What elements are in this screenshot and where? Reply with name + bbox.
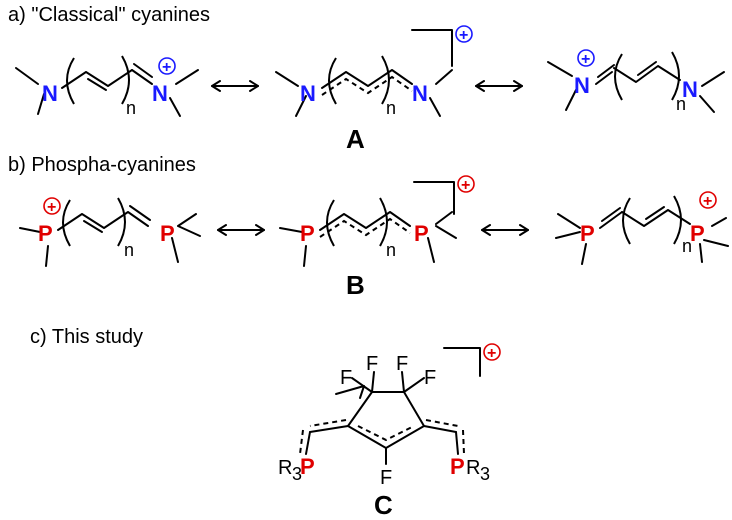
charge-symbol: + — [581, 51, 590, 68]
charge-symbol: + — [487, 345, 496, 362]
positive-charge-icon — [483, 343, 501, 361]
compound-label-c: C — [374, 490, 393, 520]
section-b-label: b) Phospha-cyanines — [8, 154, 196, 176]
phosphorus-atom: P — [38, 221, 53, 246]
charge-symbol: + — [162, 59, 171, 76]
resonance-arrow — [481, 224, 529, 236]
nitrogen-atom: N — [300, 81, 316, 106]
resonance-arrow — [475, 80, 523, 92]
substituent-r: R — [466, 457, 480, 479]
cyanine-a-left: N N n + — [15, 55, 199, 118]
phosphorus-atom: P — [300, 221, 315, 246]
nitrogen-atom: N — [412, 81, 428, 106]
positive-charge-icon — [699, 191, 717, 209]
repeat-index: n — [126, 98, 136, 118]
phosphorus-atom: P — [414, 221, 429, 246]
fluorine-atom: F — [340, 367, 352, 389]
phospha-cyanine-b-right: P P n + — [555, 191, 729, 265]
substituent-r-subscript: 3 — [292, 464, 302, 484]
phospha-cyanine-b-middle: P P n + B — [279, 175, 475, 300]
phosphorus-atom: P — [160, 221, 175, 246]
nitrogen-atom: N — [574, 73, 590, 98]
fluorine-atom: F — [424, 367, 436, 389]
fluorine-atom: F — [396, 353, 408, 375]
nitrogen-atom: N — [42, 81, 58, 106]
phospha-cyanine-b-left: P P n + — [19, 197, 201, 267]
charge-symbol: + — [461, 177, 470, 194]
section-c-label: c) This study — [30, 326, 143, 348]
resonance-arrow — [217, 224, 265, 236]
repeat-index: n — [124, 240, 134, 260]
positive-charge-icon — [43, 197, 61, 215]
cyanine-a-middle: N N n + A — [275, 25, 473, 154]
repeat-index: n — [682, 236, 692, 256]
substituent-r: R — [278, 457, 292, 479]
compound-label-a: A — [346, 124, 365, 154]
phosphorus-atom: P — [580, 221, 595, 246]
substituent-r-subscript: 3 — [480, 464, 490, 484]
phosphorus-atom: P — [450, 454, 465, 479]
charge-symbol: + — [47, 199, 56, 216]
nitrogen-atom: N — [682, 77, 698, 102]
repeat-index: n — [386, 240, 396, 260]
charge-symbol: + — [459, 27, 468, 44]
charge-symbol: + — [703, 193, 712, 210]
repeat-index: n — [676, 94, 686, 114]
positive-charge-icon — [455, 25, 473, 43]
phosphorus-atom: P — [690, 221, 705, 246]
positive-charge-icon — [577, 49, 595, 67]
phosphorus-atom: P — [300, 454, 315, 479]
positive-charge-icon — [457, 175, 475, 193]
compound-label-b: B — [346, 270, 365, 300]
compound-c-structure: F F F F F P P R 3 R 3 + C — [278, 343, 501, 520]
repeat-index: n — [386, 98, 396, 118]
positive-charge-icon — [158, 57, 176, 75]
resonance-arrow — [211, 80, 259, 92]
cyanine-a-right: N N n + — [547, 49, 725, 114]
nitrogen-atom: N — [152, 81, 168, 106]
fluorine-atom: F — [380, 467, 392, 489]
section-a-label: a) "Classical" cyanines — [8, 4, 211, 26]
fluorine-atom: F — [366, 353, 378, 375]
